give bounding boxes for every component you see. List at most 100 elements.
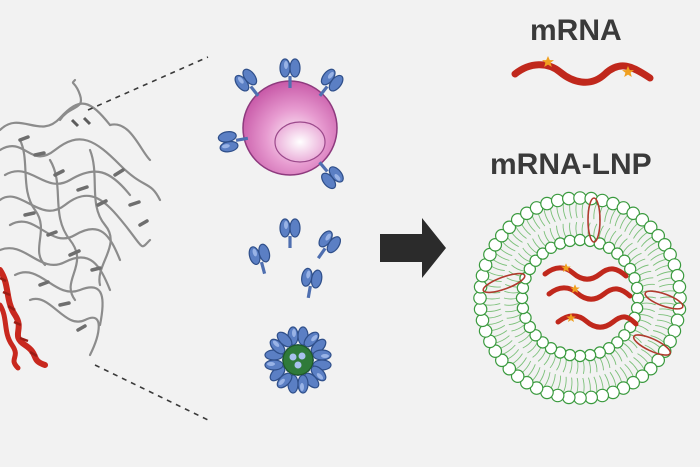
lipid-tail [635,264,649,272]
lipid-head [561,191,576,206]
lipid-tail [569,222,573,237]
lipid-head [494,353,509,368]
lipid-head [519,375,534,390]
lipid-head [584,390,598,405]
lipid-tail [527,242,538,254]
lipid-head [544,342,558,355]
lipid-tail [562,223,567,238]
lipid-tail [549,228,556,242]
lipid-head [473,291,487,305]
lipid-head [473,302,488,316]
lipid-head [618,254,631,267]
lipid-head [573,391,587,405]
antibody-icon [246,242,275,277]
lipid-tail [633,357,645,370]
lipid-head [573,191,587,205]
lipid-tail [630,333,642,343]
lipid-head [561,390,576,405]
lipid-tail [629,252,642,262]
lipid-head [670,268,685,283]
lipid-tail [582,359,585,375]
lipid-tail [622,242,633,254]
lipid-head [643,220,658,235]
b-cell-icon [216,58,347,192]
lipid-tail [501,241,516,252]
lipid-head [510,369,525,383]
lipid-tail [506,314,521,319]
lipid-tail [562,376,567,393]
lipid-head [488,238,503,252]
lipid-tail [633,226,645,239]
lipid-tail [618,346,628,358]
lipid-head [550,193,565,208]
lipid-tail [556,225,562,240]
lipid-head [611,336,624,349]
lipid-head [631,291,645,305]
right-arrow-icon [380,218,446,278]
lipid-tail [603,227,611,242]
lipid-tail [609,352,617,365]
lipid-tail [581,201,584,219]
lipid-tail [608,230,617,244]
lipid-tail [613,234,623,247]
lipid-tail [650,252,665,261]
lipid-head [626,206,640,221]
lipid-tail [659,290,676,293]
lipid-tail [504,290,519,294]
lipid-tail [656,319,673,325]
lipid-tail [532,238,542,250]
lipid-tail [656,271,673,277]
lipid-tail [593,203,598,220]
lipid-tail [635,324,649,332]
lipid-head [516,301,530,315]
lipid-tail [537,234,547,247]
lipid-nanoparticle-icon [473,191,687,405]
lipid-head [602,241,616,254]
lipid-tail [511,264,525,272]
lipid-tail [543,231,551,244]
lipid-head [583,348,597,362]
lipid-tail [537,349,547,362]
lipid-tail [543,208,551,225]
lipid-tail [518,334,531,344]
lipid-tail [653,330,668,338]
lipid-tail [527,342,538,354]
lipid-tail [543,352,552,366]
lipid-head [573,233,587,247]
lipid-tail [511,324,525,332]
lipid-head [502,361,517,376]
mrna-strand-icon [511,56,654,86]
lipid-head [672,279,687,294]
lipid-tail [576,359,579,375]
lipid-head [523,262,537,276]
lipid-head [515,291,529,305]
antibody-complex-icon [264,326,332,394]
lipid-head [573,349,587,363]
lipid-tail [569,359,573,374]
lipid-head [510,213,525,227]
lipid-head [630,281,644,295]
lipid-tail [518,253,530,263]
lipid-tail [556,356,562,371]
lipid-tail [495,335,510,344]
lipid-head [651,228,665,243]
lipid-tail [487,319,504,325]
encapsulated-mrna [542,263,639,330]
lipid-head [595,388,610,403]
lipid-head [494,228,509,243]
lipid-tail [575,202,578,219]
lipid-tail [543,372,551,388]
lipid-tail [641,302,656,306]
lipid-tail [581,221,584,237]
antibody-icon [297,266,324,301]
lipid-tail [613,349,623,362]
lipid-tail [619,366,629,382]
lipid-head [643,361,658,376]
lipid-tail [492,330,508,338]
lipid-tail [593,376,598,393]
lipid-head [536,247,549,260]
lipid-tail [593,223,598,238]
zoom-lines [87,56,209,421]
lipid-tail [659,302,676,306]
free-antibodies [246,218,344,301]
